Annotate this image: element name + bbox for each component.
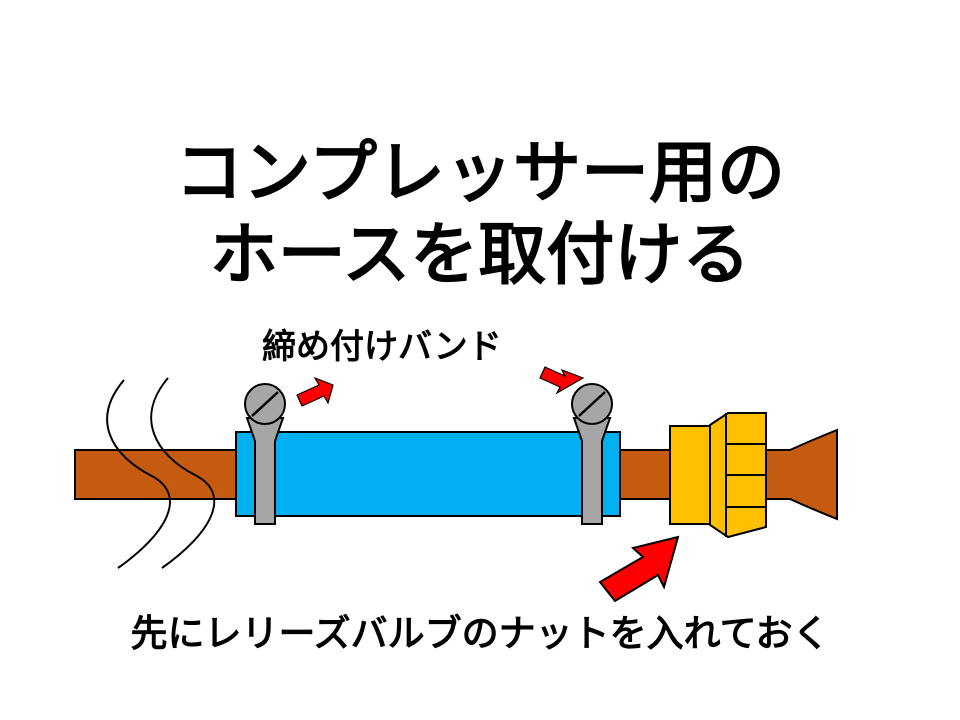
clamp-band-label: 締め付けバンド: [262, 327, 502, 367]
break-lines-icon: [106, 377, 216, 569]
title-line-2: ホースを取付ける: [209, 216, 751, 295]
arrow-to-right-clamp: [539, 366, 585, 395]
flared-fitting: [765, 428, 838, 521]
nut-facet-lines: [725, 413, 766, 537]
hose: [235, 431, 621, 517]
clamp-band-left: [244, 383, 286, 525]
instruction-label: 先にレリーズバルブのナットを入れておく: [130, 612, 830, 655]
clamp-band-right: [571, 383, 613, 525]
nut-collar: [669, 425, 711, 525]
pipe-middle-section: [617, 449, 675, 500]
title-line-1: コンプレッサー用の: [175, 134, 785, 213]
arrow-to-left-clamp: [296, 376, 334, 407]
release-valve-nut: [669, 412, 767, 539]
pipe-left-section: [74, 449, 241, 500]
arrow-to-nut: [598, 535, 680, 603]
screw-left-icon: [244, 383, 286, 425]
screw-right-icon: [571, 383, 613, 425]
